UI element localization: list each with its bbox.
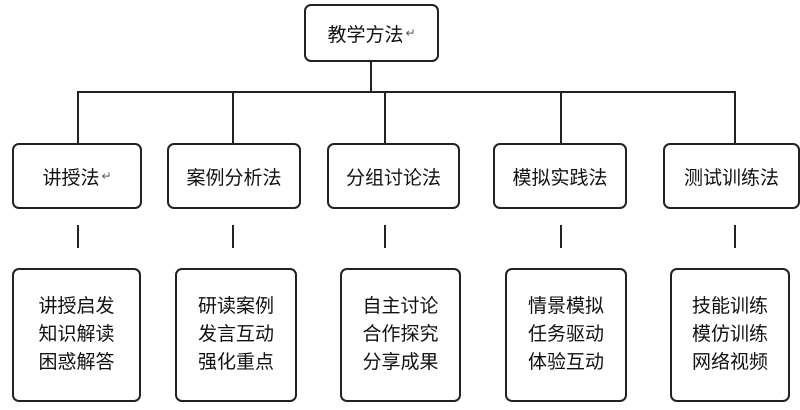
detail-connector-2 — [232, 225, 234, 248]
detail-node-3: 自主讨论 合作探究 分享成果 — [340, 268, 461, 402]
detail-line: 任务驱动 — [527, 323, 604, 346]
detail-line: 情景模拟 — [527, 295, 604, 318]
detail-line: 知识解读 — [38, 323, 115, 346]
branch-connector-2 — [232, 91, 234, 143]
detail-connector-1 — [77, 225, 79, 248]
root-node: 教学方法↵ — [304, 4, 439, 62]
method-node-5: 测试训练法 — [663, 143, 800, 209]
detail-line: 发言互动 — [197, 323, 274, 346]
method-node-1: 讲授法↵ — [12, 143, 142, 209]
method-node-2: 案例分析法 — [167, 143, 301, 209]
method-node-label: 分组讨论法 — [345, 166, 441, 189]
detail-line: 网络视频 — [691, 350, 768, 373]
method-node-label: 讲授法 — [42, 166, 100, 189]
detail-line: 分享成果 — [362, 350, 439, 373]
root-node-label: 教学方法 — [327, 23, 404, 46]
detail-node-5: 技能训练 模仿训练 网络视频 — [670, 268, 790, 402]
method-node-label: 模拟实践法 — [512, 166, 608, 189]
detail-line: 强化重点 — [197, 350, 274, 373]
method-node-label: 案例分析法 — [186, 166, 282, 189]
detail-line: 合作探究 — [362, 323, 439, 346]
detail-line: 自主讨论 — [362, 295, 439, 318]
detail-line: 困惑解答 — [38, 350, 115, 373]
method-node-label: 测试训练法 — [683, 166, 779, 189]
branch-connector-4 — [560, 91, 562, 143]
detail-line: 讲授启发 — [38, 295, 115, 318]
detail-node-4: 情景模拟 任务驱动 体验互动 — [505, 268, 627, 402]
detail-node-1: 讲授启发 知识解读 困惑解答 — [12, 268, 141, 402]
method-node-4: 模拟实践法 — [493, 143, 627, 209]
branch-connector-1 — [77, 91, 79, 143]
detail-node-2: 研读案例 发言互动 强化重点 — [175, 268, 297, 402]
return-mark-icon: ↵ — [405, 26, 416, 40]
detail-connector-5 — [734, 225, 736, 248]
return-mark-icon: ↵ — [101, 169, 112, 183]
detail-line: 技能训练 — [691, 295, 768, 318]
branch-bar — [77, 91, 736, 93]
branch-connector-5 — [734, 91, 736, 143]
detail-connector-3 — [384, 225, 386, 248]
detail-line: 研读案例 — [197, 295, 274, 318]
method-node-3: 分组讨论法 — [327, 143, 460, 209]
root-connector — [370, 62, 372, 92]
detail-line: 模仿训练 — [691, 323, 768, 346]
branch-connector-3 — [384, 91, 386, 143]
detail-line: 体验互动 — [527, 350, 604, 373]
detail-connector-4 — [560, 225, 562, 248]
